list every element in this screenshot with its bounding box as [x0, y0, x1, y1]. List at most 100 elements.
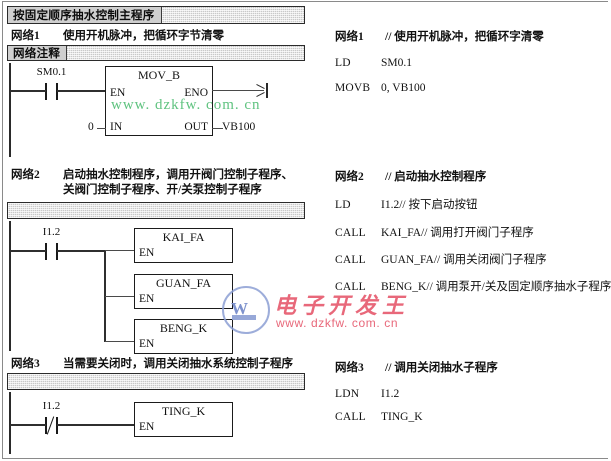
wire-rail-to-contact-n1 [10, 90, 46, 92]
stl-operand: I1.2 [381, 199, 400, 211]
wire-out-operand [212, 128, 223, 129]
stl-comment: // 按下启动按钮 [399, 199, 478, 211]
stl-line-n2-1: LD I1.2// 按下启动按钮 [335, 196, 477, 212]
stl-mnemonic: LD [335, 199, 351, 211]
stl-operand: BENG_K [381, 281, 427, 293]
pin-eno: ENO [184, 87, 208, 99]
network2-id: 网络2 [11, 169, 40, 181]
block-mov-b[interactable]: MOV_B EN ENO IN OUT [105, 66, 213, 136]
eno-output-arrow [212, 83, 272, 98]
network-comment-bar: 网络注释 [7, 45, 305, 61]
network2-description: 启动抽水控制程序，调用开阀门控制子程序、关阀门控制子程序、开/关泵控制子程序 [63, 168, 293, 198]
wire-rail-to-contact-n3 [10, 424, 46, 426]
wire-contact-to-block-n3 [57, 424, 134, 426]
pin-out: OUT [184, 121, 208, 133]
stl-network1-id: 网络1 [335, 31, 364, 43]
stl-comment: // 调用泵开/关及固定顺序抽水子程序 [426, 281, 611, 293]
program-title-bar: 按固定顺序抽水控制主程序 [7, 6, 305, 24]
wire-branch-to-guan-fa [105, 296, 134, 297]
stl-line-n3-2: CALL TING_K [335, 411, 423, 423]
block-mov-b-title: MOV_B [137, 68, 180, 82]
stl-network2-id: 网络2 [335, 171, 364, 183]
wire-branch-to-beng-k [105, 341, 134, 342]
stl-mnemonic: CALL [335, 411, 366, 423]
stl-line-n2-4: CALL BENG_K// 调用泵开/关及固定顺序抽水子程序 [335, 278, 611, 294]
stl-line-n3-1: LDN I1.2 [335, 388, 399, 400]
pin-en: EN [139, 247, 155, 259]
power-rail-network2 [9, 221, 11, 351]
stl-network3-id: 网络3 [335, 362, 364, 374]
block-kai-fa[interactable]: KAI_FA EN [134, 228, 233, 263]
contact-bar-left [45, 417, 47, 434]
stl-line-n2-2: CALL KAI_FA// 调用打开阀门子程序 [335, 224, 534, 240]
stl-operand: SM0.1 [381, 57, 412, 69]
wire-branch-to-kai-fa [105, 250, 134, 251]
power-rail-network1 [9, 63, 11, 157]
contact-bar-left [45, 243, 47, 260]
wire-contact-to-block-n1 [57, 90, 105, 92]
pin-en: EN [139, 421, 155, 433]
network1-id: 网络1 [11, 30, 40, 42]
network3-description: 当需要关闭时，调用关闭抽水系统控制子程序 [63, 358, 293, 370]
stl-mnemonic: CALL [335, 281, 366, 293]
contact-i1-2-label: I1.2 [42, 226, 61, 238]
stl-line-n1-2: MOVB 0, VB100 [335, 82, 426, 94]
pin-en: EN [139, 338, 155, 350]
stl-network2-header: 网络2 // 启动抽水控制程序 [335, 168, 486, 184]
network2-description-line2: 关阀门控制子程序、开/关泵控制子程序 [63, 184, 262, 196]
stl-mnemonic: CALL [335, 227, 366, 239]
contact-bar-left [45, 83, 47, 100]
wire-contact-to-branch-n2 [57, 250, 105, 252]
arrow-head-upper [256, 84, 265, 89]
logo-crown-bar-icon [232, 315, 256, 320]
network2-header: 网络2 启动抽水控制程序，调用开阀门控制子程序、关阀门控制子程序、开/关泵控制子程… [11, 168, 293, 198]
wire-in-operand [97, 128, 106, 129]
network1-header: 网络1 使用开机脉冲，把循环字节清零 [11, 29, 224, 44]
stl-operand: 0, VB100 [381, 82, 426, 94]
stl-mnemonic: MOVB [335, 82, 371, 94]
block-guan-fa[interactable]: GUAN_FA EN [134, 274, 233, 309]
stl-network1-comment: // 使用开机脉冲，把循环字清零 [385, 31, 544, 43]
pin-in: IN [110, 121, 123, 133]
arrow-head-lower [256, 92, 265, 97]
stl-mnemonic: LD [335, 57, 351, 69]
network2-description-line1: 启动抽水控制程序，调用开阀门控制子程序、 [63, 169, 293, 181]
network3-header: 网络3 当需要关闭时，调用关闭抽水系统控制子程序 [11, 357, 293, 372]
block-kai-fa-title: KAI_FA [162, 230, 205, 244]
block-ting-k-title: TING_K [161, 404, 206, 418]
stl-mnemonic: LDN [335, 388, 360, 400]
logo-crown-icon: W [231, 299, 248, 318]
arrow-shaft [212, 90, 264, 91]
block-guan-fa-title: GUAN_FA [155, 276, 212, 290]
stl-mnemonic: CALL [335, 254, 366, 266]
stl-comment: // 调用关闭阀门子程序 [433, 254, 547, 266]
arrow-end-bar [266, 83, 268, 98]
stl-network3-header: 网络3 // 调用关闭抽水子程序 [335, 359, 498, 375]
pin-en: EN [139, 293, 155, 305]
stl-network2-comment: // 启动抽水控制程序 [385, 171, 487, 183]
stl-line-n1-1: LD SM0.1 [335, 57, 412, 69]
operand-in-value: 0 [88, 121, 94, 133]
network3-comment-bar [7, 373, 305, 390]
pin-en: EN [110, 87, 126, 99]
stl-operand: I1.2 [381, 388, 400, 400]
contact-i1-2-label: I1.2 [42, 400, 61, 412]
stl-operand: TING_K [381, 411, 423, 423]
wire-rail-to-contact-n2 [10, 250, 46, 252]
stl-operand: KAI_FA [381, 227, 422, 239]
power-rail-network3 [9, 392, 11, 454]
block-beng-k-title: BENG_K [159, 321, 208, 335]
network-comment-label: 网络注释 [8, 46, 68, 60]
stl-network1-header: 网络1 // 使用开机脉冲，把循环字清零 [335, 28, 544, 44]
network3-id: 网络3 [11, 358, 40, 370]
network2-comment-bar [7, 202, 305, 219]
contact-normally-closed-slash [46, 416, 55, 435]
block-beng-k[interactable]: BENG_K EN [134, 319, 233, 354]
stl-comment: // 调用打开阀门子程序 [421, 227, 534, 239]
network1-description: 使用开机脉冲，把循环字节清零 [63, 30, 224, 42]
stl-network3-comment: // 调用关闭抽水子程序 [385, 362, 498, 374]
block-ting-k[interactable]: TING_K EN [134, 402, 233, 437]
statement-list-pane: 网络1 // 使用开机脉冲，把循环字清零 LD SM0.1 MOVB 0, VB100… [320, 0, 611, 461]
